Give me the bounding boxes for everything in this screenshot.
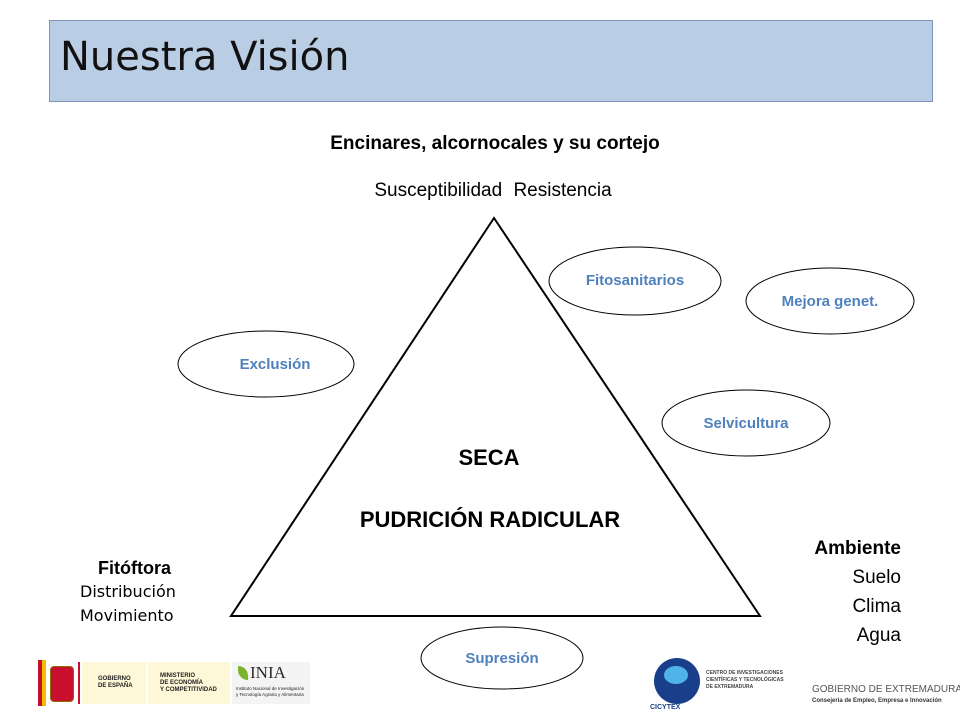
strategy-selvicultura: Selvicultura xyxy=(703,415,789,432)
pathogen-heading: Fitóftora xyxy=(98,558,171,578)
gobierno-line: DE ESPAÑA xyxy=(98,683,133,689)
consejeria-label: Consejería de Empleo, Empresa e Innovaci… xyxy=(812,698,942,704)
ministerio-line: DE ECONOMÍA xyxy=(160,680,204,686)
fitosanitarios-ellipse xyxy=(548,246,722,316)
logo-divider xyxy=(78,662,80,704)
exclusion-ellipse xyxy=(177,330,355,398)
environment-item: Agua xyxy=(856,625,901,646)
susceptibility-label: Susceptibilidad xyxy=(374,180,503,201)
gobierno-box: GOBIERNO DE ESPAÑA xyxy=(82,662,146,704)
disease-seca: SECA xyxy=(458,445,520,470)
environment-heading: Ambiente xyxy=(814,538,901,559)
cicytex-globe-icon xyxy=(654,658,700,704)
extremadura-wordmark: GOBIERNO DE EXTREMADURA xyxy=(812,684,960,695)
spain-coat-of-arms-icon xyxy=(50,666,74,702)
environment-item: Clima xyxy=(852,596,901,617)
environment-item: Suelo xyxy=(852,567,901,588)
centro-line: DE EXTREMADURA xyxy=(706,684,754,690)
strategy-mejora: Mejora genet. xyxy=(781,293,879,310)
host-heading: Encinares, alcornocales y su cortejo xyxy=(330,133,660,154)
flag-stripe-red xyxy=(38,660,42,706)
inia-logo: INIA Instituto Nacional de Investigación… xyxy=(232,662,310,704)
pathogen-item: Movimiento xyxy=(80,606,174,625)
ministerio-box: MINISTERIO DE ECONOMÍA Y COMPETITIVIDAD xyxy=(148,662,230,704)
inia-subline: y Tecnología Agraria y Alimentaria xyxy=(236,692,304,697)
logo-strip-right: CICYTEX CENTRO DE INVESTIGACIONES CIENTÍ… xyxy=(650,654,960,716)
page-title: Nuestra Visión xyxy=(60,34,350,80)
environment-block: Ambiente Suelo Clima Agua xyxy=(814,534,901,650)
inia-leaf-icon xyxy=(238,666,248,680)
supresion-ellipse xyxy=(420,626,584,690)
title-bar xyxy=(49,20,933,102)
strategy-supresion: Supresión xyxy=(465,650,539,667)
mejora-ellipse xyxy=(745,267,915,335)
ministerio-line: MINISTERIO xyxy=(160,673,196,679)
logo-strip-left: GOBIERNO DE ESPAÑA MINISTERIO DE ECONOMÍ… xyxy=(38,660,310,706)
inia-subline: Instituto Nacional de Investigación xyxy=(236,686,305,691)
cicytex-wordmark: CICYTEX xyxy=(650,704,681,711)
strategy-exclusion: Exclusión xyxy=(239,356,311,373)
ministerio-line: Y COMPETITIVIDAD xyxy=(160,687,217,693)
centro-line: CIENTÍFICAS Y TECNOLÓGICAS xyxy=(706,677,784,683)
pathogen-block: Fitóftora Distribución Movimiento xyxy=(80,556,176,628)
centro-line: CENTRO DE INVESTIGACIONES xyxy=(706,670,783,676)
inia-wordmark: INIA xyxy=(250,663,286,682)
resistance-label: Resistencia xyxy=(513,180,612,201)
flag-stripe-yellow xyxy=(42,660,46,706)
disease-triangle xyxy=(229,216,762,617)
selvicultura-ellipse xyxy=(661,389,831,457)
strategy-fitosanitarios: Fitosanitarios xyxy=(585,272,685,289)
disease-pudricion: PUDRICIÓN RADICULAR xyxy=(359,507,621,532)
host-traits: Susceptibilidad Resistencia xyxy=(0,180,960,202)
gobierno-line: GOBIERNO xyxy=(98,676,131,682)
pathogen-item: Distribución xyxy=(80,582,176,601)
